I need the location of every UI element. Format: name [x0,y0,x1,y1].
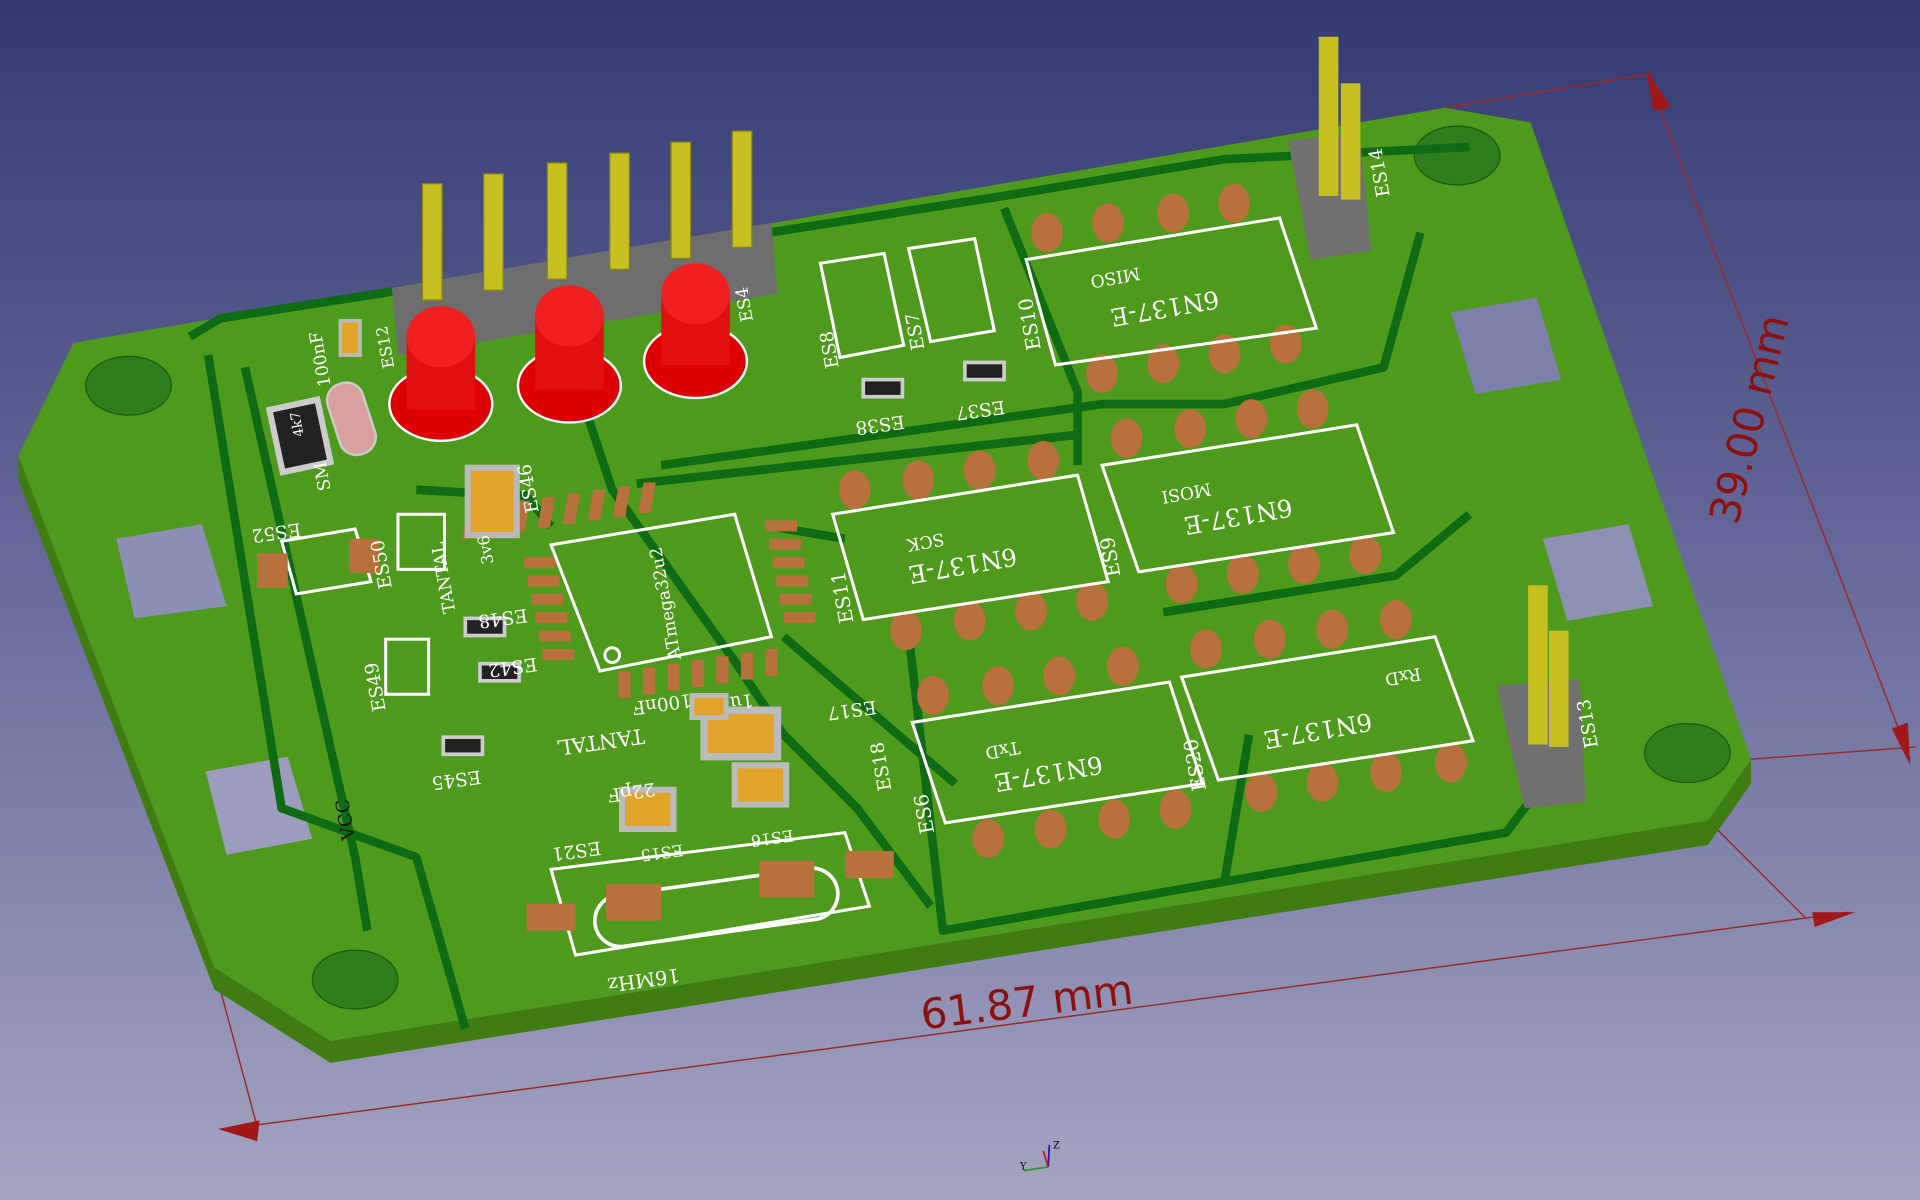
header-2pin-es14[interactable]: ES14 [1288,36,1395,260]
height-dimension-label: 39.00 mm [1700,309,1799,528]
slot-cutout [1542,524,1654,621]
header-2pin-es13[interactable]: ES13 [1496,585,1603,809]
resistor-4k7[interactable]: 4k7 SM 100nF ES12 [265,318,398,493]
arrow-bottom-icon [1891,722,1911,766]
arrow-left-icon [217,1120,260,1142]
value-label: 1u [728,689,754,713]
width-dimension-label: 61.87 mm [918,965,1136,1040]
slot-cutout [116,524,227,619]
arrow-right-icon [1812,912,1856,927]
led-red[interactable] [516,285,623,424]
led-red[interactable] [388,306,494,443]
mounting-hole [85,355,173,416]
value-label: 3v6 [474,534,498,566]
axis-z-label: Z [1053,1141,1060,1152]
arrow-top-icon [1646,71,1672,111]
value-label: SM [311,460,336,492]
axis-y-label: Y [1019,1161,1027,1172]
mounting-hole [311,949,399,1010]
mounting-hole [1413,125,1501,186]
axis-triad: Y Z [1019,1141,1060,1173]
value-label: 4k7 [288,410,307,438]
mounting-hole [1643,723,1731,784]
slot-cutout [1451,297,1562,395]
pin1-marker [603,646,622,664]
slot-cutout [205,756,313,855]
led-red[interactable]: ES4 [642,263,758,400]
left-components: ES52 ES50 ES49 ES48 ES42 ES45 VCC [250,512,538,843]
capacitor-22pf[interactable]: 22pF [606,762,790,833]
